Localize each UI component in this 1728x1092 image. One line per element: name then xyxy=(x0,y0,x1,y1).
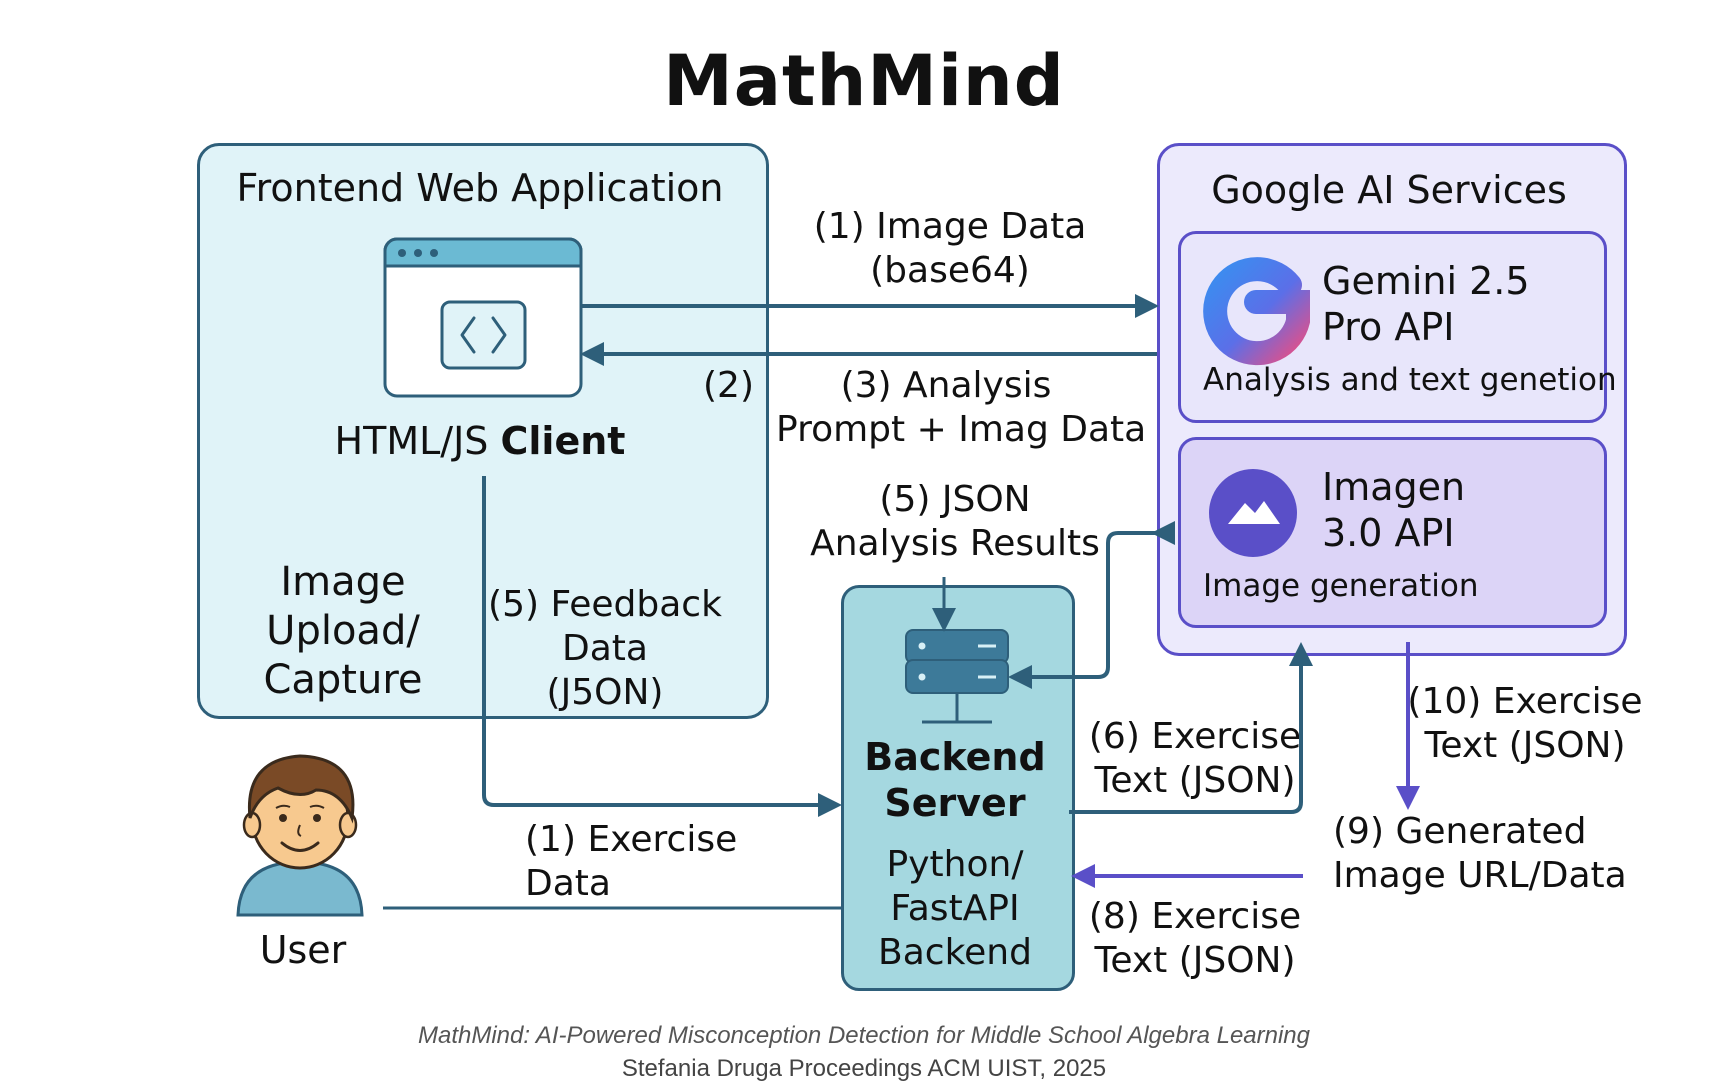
code-icon xyxy=(440,300,527,370)
gemini-logo-icon xyxy=(1203,257,1310,366)
caption-line2: Stefania Druga Proceedings ACM UIST, 202… xyxy=(621,1055,1107,1082)
edge-label-exercise-text-10: (10) Exercise Text (JSON) xyxy=(1407,681,1643,766)
edge-label-image-data: (1) Image Data (base64) xyxy=(813,206,1087,291)
edge-label-exercise-text-8: (8) Exercise Text (JSON) xyxy=(1088,896,1302,981)
client-label-a: HTML/JS xyxy=(334,419,501,463)
imagen-mountain-icon xyxy=(1209,469,1297,557)
edge-label-step2: (2) xyxy=(703,365,754,406)
server-icon xyxy=(905,629,1009,724)
user-avatar-icon xyxy=(236,754,364,917)
edge-label-exercise-text-6: (6) Exercise Text (JSON) xyxy=(1088,716,1302,801)
frontend-heading: Frontend Web Application xyxy=(236,166,724,210)
arrow-feedback xyxy=(482,476,842,817)
caption-line1: MathMind: AI-Powered Misconception Detec… xyxy=(417,1022,1311,1049)
arrow-backend-to-imagen xyxy=(1008,521,1175,689)
backend-stack: Python/ FastAPI Backend xyxy=(878,844,1032,973)
gemini-desc: Analysis and text genetion xyxy=(1203,362,1617,398)
gemini-name: Gemini 2.5 Pro API xyxy=(1322,259,1530,350)
client-label-b: Client xyxy=(500,419,626,463)
client-label: HTML/JS Client xyxy=(300,418,660,464)
edge-label-generated-image: (9) Generated Image URL/Data xyxy=(1333,811,1627,896)
upload-label: Image Upload/ Capture xyxy=(263,559,423,703)
google-heading: Google AI Services xyxy=(1211,168,1567,212)
user-label: User xyxy=(259,928,347,972)
imagen-desc: Image generation xyxy=(1203,568,1479,604)
backend-name: Backend Server xyxy=(864,735,1046,825)
diagram-title: MathMind xyxy=(663,40,1065,122)
edge-label-exercise-data: (1) Exercise Data xyxy=(525,819,738,904)
imagen-name: Imagen 3.0 API xyxy=(1322,465,1466,556)
arrow-exercise-text-6 xyxy=(1069,642,1313,814)
edge-label-feedback: (5) Feedback Data (J5ON) xyxy=(488,584,722,713)
